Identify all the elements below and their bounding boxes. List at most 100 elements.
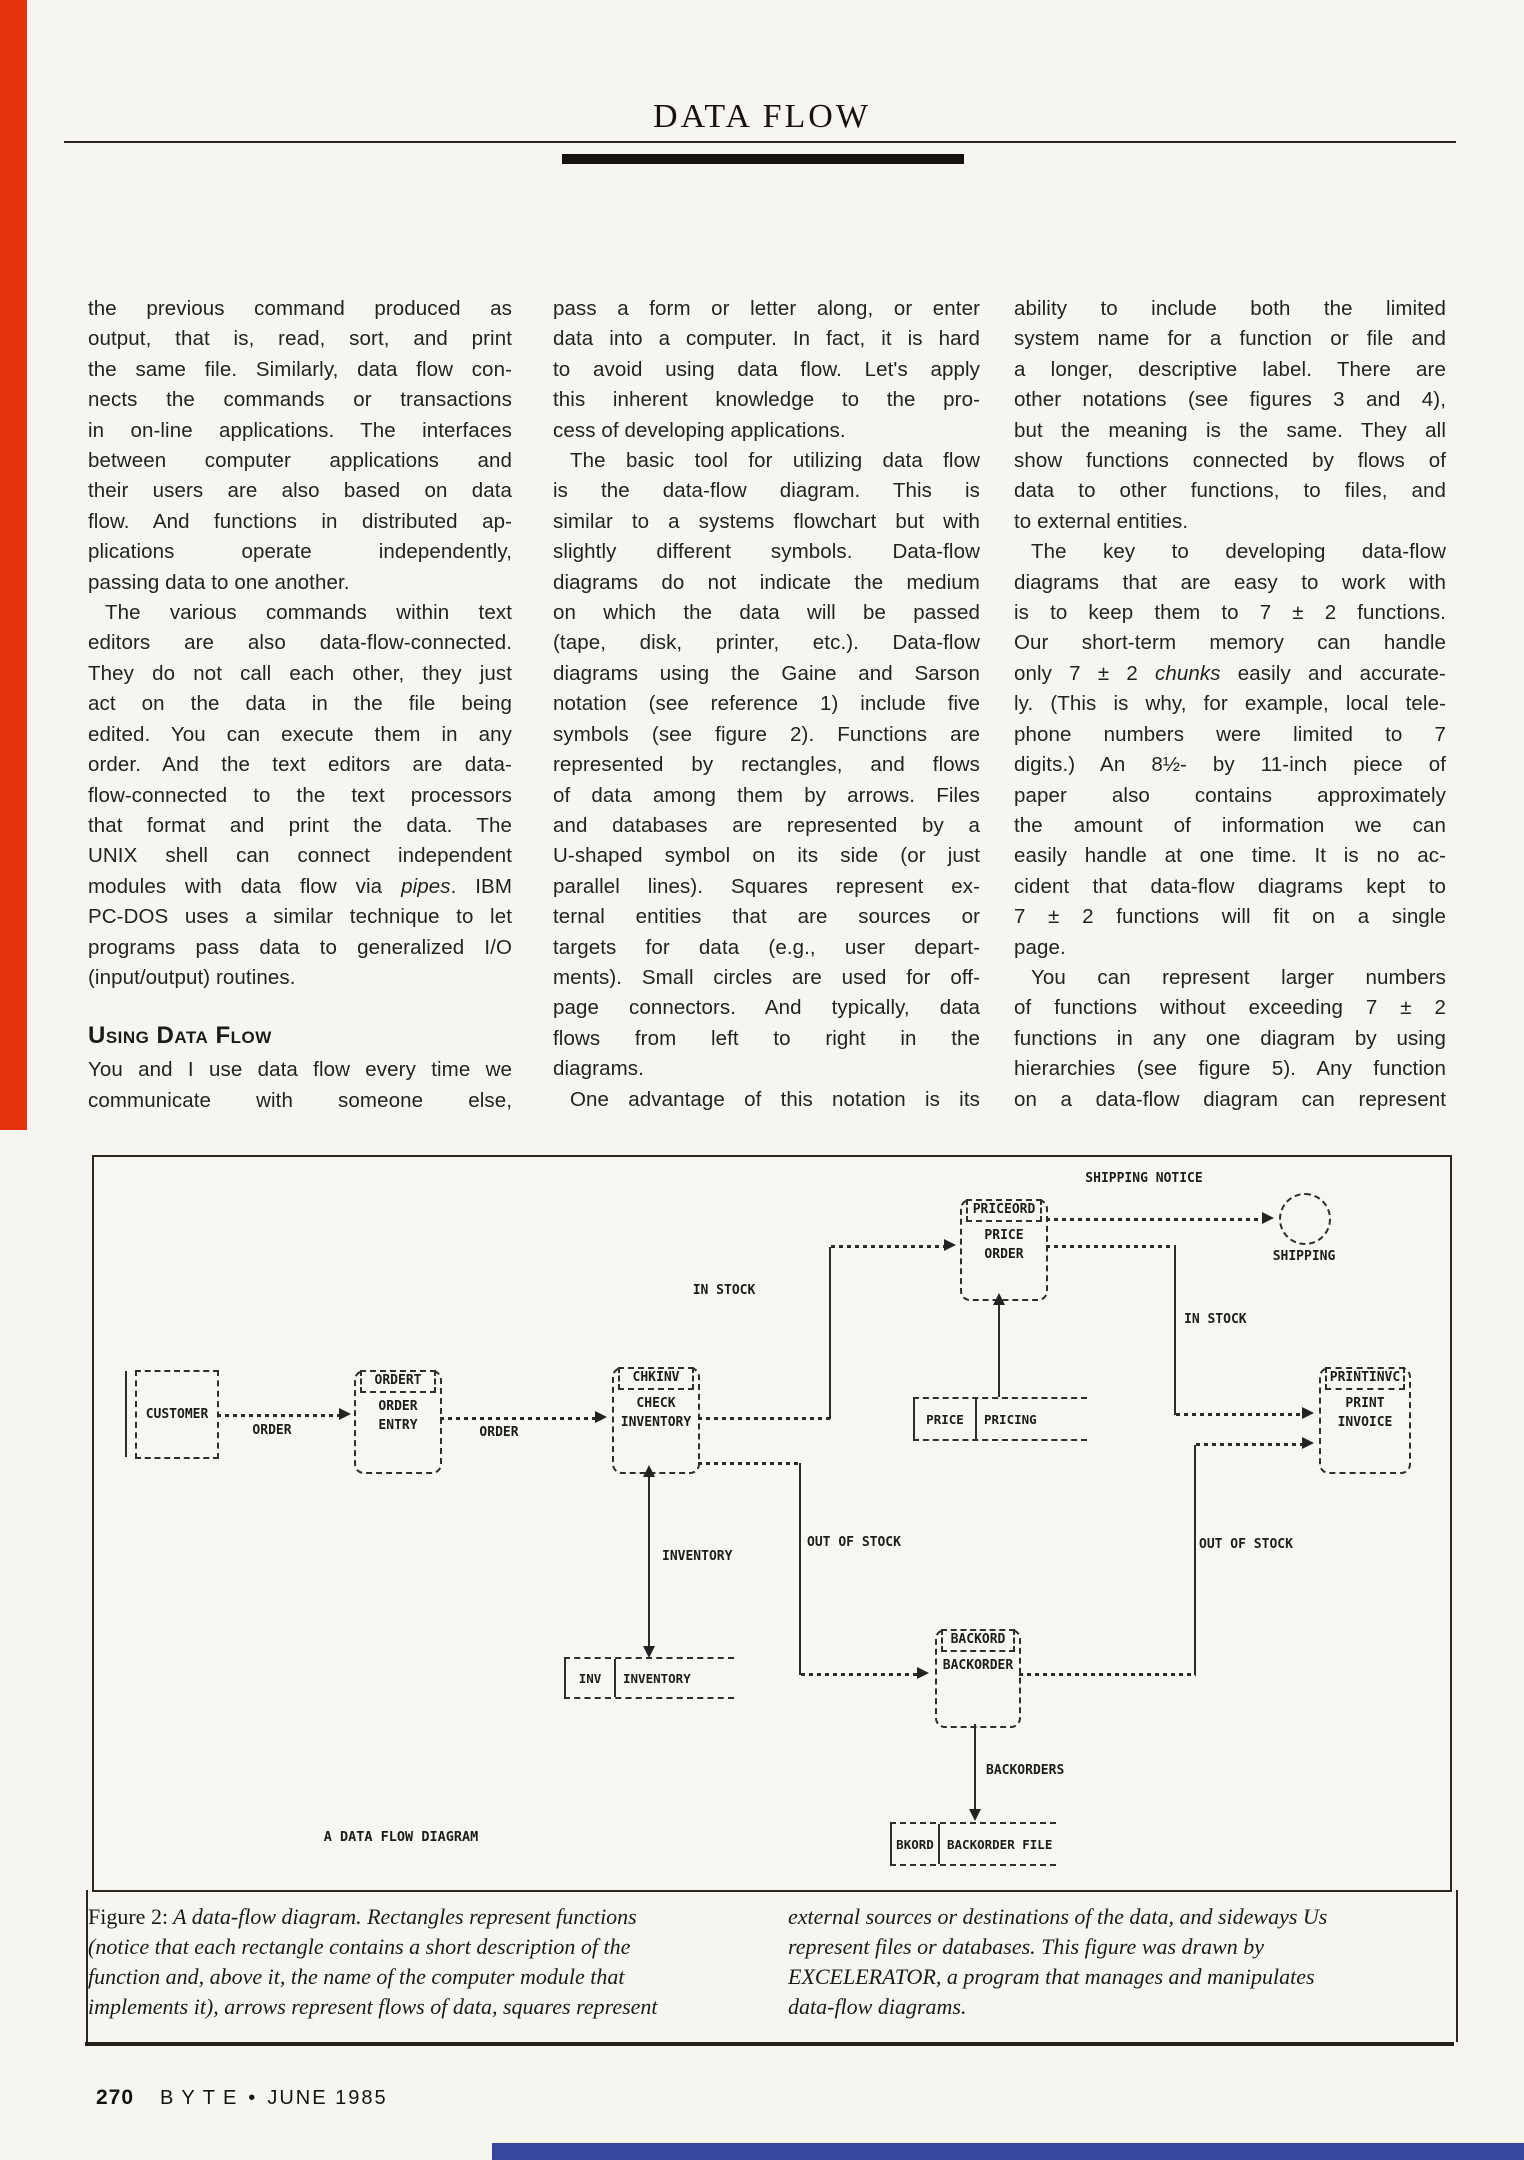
text-line: ternal entities that are sources or: [553, 905, 980, 929]
text-line: data-flow diagrams.: [788, 1994, 967, 2019]
arrowhead-right-icon: [339, 1408, 351, 1420]
function-description: PRINT INVOICE: [1322, 1394, 1408, 1432]
flow-line: [1196, 1443, 1308, 1446]
module-name: BACKORD: [941, 1629, 1015, 1652]
text-line: notation (see reference 1) include five: [553, 692, 980, 716]
flow-label-inventory: INVENTORY: [662, 1549, 733, 1564]
function-print-invoice: PRINTINVC PRINT INVOICE: [1319, 1367, 1411, 1474]
text-line: the same file. Similarly, data flow con-: [88, 357, 512, 381]
text-line: the amount of information we can: [1014, 813, 1446, 837]
footer-separator: •: [248, 2087, 256, 2109]
text-line: page.: [1014, 935, 1066, 959]
text-line: (tape, disk, printer, etc.). Data-flow: [553, 631, 980, 655]
flow-line: [799, 1463, 801, 1675]
module-name: CHKINV: [618, 1367, 694, 1390]
arrowhead-right-icon: [1262, 1212, 1274, 1224]
arrowhead-right-icon: [917, 1667, 929, 1679]
text-line: symbols (see figure 2). Functions are: [553, 722, 980, 746]
text-line: and databases are represented by a: [553, 813, 980, 837]
customer-shadow-line: [125, 1371, 127, 1457]
left-accent-bar: [0, 0, 27, 1130]
magazine-name: BYTE: [160, 2087, 245, 2109]
text-line: order. And the text editors are data-: [88, 753, 512, 777]
text-line: function and, above it, the name of the …: [88, 1964, 625, 1989]
flow-label-order-2: ORDER: [479, 1425, 519, 1440]
offpage-connector-icon: [1279, 1193, 1331, 1245]
arrowhead-down-icon: [969, 1809, 981, 1821]
text-line: targets for data (e.g., user depart-: [553, 935, 980, 959]
text-line: (notice that each rectangle contains a s…: [88, 1934, 631, 1959]
function-description: PRICE ORDER: [963, 1226, 1045, 1264]
flow-line: [831, 1245, 949, 1248]
text-line: slightly different symbols. Data-flow: [553, 540, 980, 564]
file-short-name: PRICE: [915, 1399, 977, 1439]
footer-rule: [85, 2042, 1454, 2046]
text-line: Our short-term memory can handle: [1014, 631, 1446, 655]
flow-line: [1046, 1245, 1176, 1248]
flow-label-shipping-notice: SHIPPING NOTICE: [1085, 1171, 1203, 1186]
text-line: other notations (see figures 3 and 4),: [1014, 388, 1446, 412]
text-line: They do not call each other, they just: [88, 661, 512, 685]
module-name: ORDERT: [360, 1370, 436, 1393]
text-line: show functions connected by flows of: [1014, 449, 1446, 473]
text-line: ability to include both the limited: [1014, 297, 1446, 320]
diagram-title: A DATA FLOW DIAGRAM: [323, 1829, 479, 1845]
text-line: is to keep them to 7 ± 2 functions.: [1014, 601, 1446, 625]
text-line: is the data-flow diagram. This is: [553, 479, 980, 503]
text-line: You and I use data flow every time we: [88, 1058, 512, 1082]
flow-label-out-of-stock-left: OUT OF STOCK: [807, 1535, 901, 1550]
text-line: in on-line applications. The interfaces: [88, 418, 512, 442]
text-column-3: ability to include both the limited syste…: [1014, 294, 1446, 1115]
arrowhead-up-icon: [993, 1293, 1005, 1305]
text-line: page connectors. And typically, data: [553, 996, 980, 1020]
text-line: passing data to one another.: [88, 570, 350, 594]
function-order-entry: ORDERT ORDER ENTRY: [354, 1370, 442, 1474]
figure-caption-right: external sources or destinations of the …: [788, 1902, 1436, 2022]
arrowhead-down-icon: [643, 1646, 655, 1658]
flow-line: [974, 1724, 976, 1812]
text-line: flow. And functions in distributed ap-: [88, 509, 512, 533]
file-name: INVENTORY: [623, 1670, 691, 1686]
page-number: 270: [96, 2086, 135, 2109]
flow-line: [648, 1476, 650, 1652]
text-line: of functions without exceeding 7 ± 2: [1014, 996, 1446, 1020]
flow-line: [217, 1414, 345, 1417]
flow-label-backorders: BACKORDERS: [986, 1763, 1065, 1778]
text-line: represent files or databases. This figur…: [788, 1934, 1265, 1959]
flow-label-out-of-stock-right: OUT OF STOCK: [1199, 1537, 1293, 1552]
flow-line: [801, 1673, 923, 1676]
text-line: paper also contains approximately: [1014, 783, 1446, 807]
text-line: diagrams that are easy to work with: [1014, 570, 1446, 594]
header-rule: [64, 141, 1456, 143]
flow-line: [1194, 1445, 1196, 1675]
arrowhead-right-icon: [1302, 1437, 1314, 1449]
text-line: their users are also based on data: [88, 479, 512, 503]
text-line: external sources or destinations of the …: [788, 1904, 1328, 1929]
file-backorder: BKORD BACKORDER FILE: [890, 1822, 1056, 1866]
desc-line: PRINT: [1345, 1396, 1385, 1411]
flow-label-in-stock-right: IN STOCK: [1184, 1312, 1247, 1327]
text-line: but the meaning is the same. They all: [1014, 418, 1446, 442]
text-line: data to other functions, to files, and: [1014, 479, 1446, 503]
external-entity-customer: CUSTOMER: [135, 1370, 219, 1459]
desc-line: ORDER: [984, 1247, 1024, 1262]
text-line: flows from left to right in the: [553, 1026, 980, 1050]
text-line: diagrams do not indicate the medium: [553, 570, 980, 594]
text-line: communicate with someone else,: [88, 1088, 512, 1112]
flow-line: [440, 1417, 602, 1420]
text-line: the previous command produced as: [88, 297, 512, 320]
text-line: system name for a function or file and: [1014, 327, 1446, 351]
desc-line: CHECK: [636, 1396, 676, 1411]
footer: 270 BYTE • JUNE 1985: [96, 2086, 388, 2110]
desc-line: ENTRY: [378, 1418, 418, 1433]
function-price-order: PRICEORD PRICE ORDER: [960, 1199, 1048, 1301]
text-line: to avoid using data flow. Let's apply: [553, 357, 980, 381]
text-line: modules with data flow via pipes. IBM: [88, 874, 512, 898]
text-line: act on the data in the file being: [88, 692, 512, 716]
text-line: 7 ± 2 functions will fit on a single: [1014, 905, 1446, 929]
text-line: on a data-flow diagram can represent: [1014, 1087, 1446, 1111]
text-line: this inherent knowledge to the pro-: [553, 388, 980, 412]
arrowhead-right-icon: [944, 1239, 956, 1251]
